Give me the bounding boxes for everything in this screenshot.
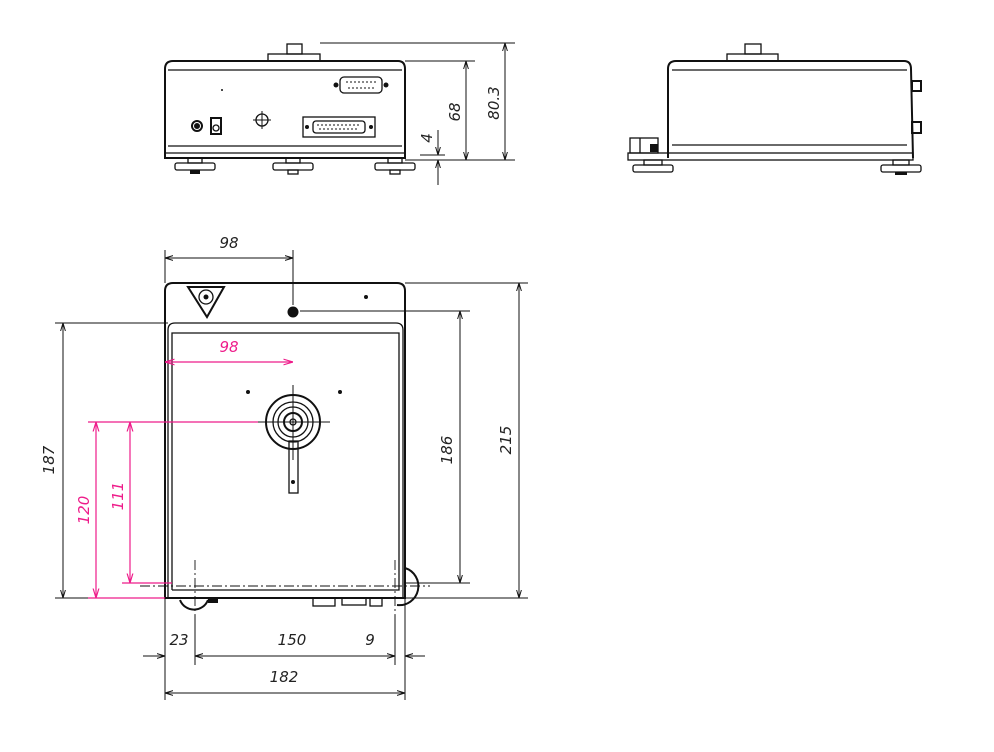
db25-connector-icon [302, 116, 376, 138]
front-body-outline [164, 60, 406, 159]
side-body-outline [667, 60, 914, 159]
dimension-186: 186 [438, 436, 456, 465]
dimension-98-top: 98 [219, 234, 238, 252]
foot-right-icon [396, 567, 420, 607]
dimension-120: 120 [75, 496, 93, 525]
dc-jack-core [194, 123, 200, 129]
dimension-9: 9 [365, 631, 375, 649]
top-knob-icon [287, 306, 299, 318]
mount-hole-left [246, 390, 250, 394]
top-lid-inner [171, 332, 400, 591]
foot-left-icon [179, 599, 209, 611]
level-foot-icon [186, 286, 226, 319]
side-rear-bracket [629, 137, 659, 154]
highlight-dimensions [88, 362, 293, 599]
front-dimensions [320, 42, 515, 185]
dimension-80-3: 80.3 [485, 86, 503, 119]
mount-hole-right [338, 390, 342, 394]
dimension-68: 68 [446, 102, 464, 121]
front-top-knob [267, 43, 321, 62]
bottom-connectors [208, 597, 383, 607]
top-screw-dot [364, 295, 368, 299]
pan-mount-icon [258, 385, 330, 494]
side-top-knob [726, 43, 779, 62]
front-feet [174, 157, 416, 175]
dimension-215: 215 [497, 426, 515, 455]
front-dot [221, 89, 223, 91]
dimension-98-pan: 98 [219, 338, 238, 356]
dimension-150: 150 [278, 631, 307, 649]
side-connectors [911, 80, 922, 134]
top-dimensions [55, 250, 528, 700]
power-switch-icon [210, 117, 222, 135]
top-view: 98 98 187 120 111 186 215 23 150 9 182 [40, 234, 528, 700]
side-base-plate [627, 152, 914, 161]
dimension-182: 182 [270, 668, 299, 686]
ground-terminal-icon [253, 111, 271, 129]
front-view: 68 80.3 4 [164, 42, 515, 185]
dimension-111: 111 [109, 482, 127, 511]
top-lid-outline [167, 322, 404, 598]
side-feet [632, 159, 922, 175]
dimension-23: 23 [169, 631, 188, 649]
dc-jack-icon [191, 120, 203, 132]
top-body-outline [164, 282, 406, 599]
dimension-4: 4 [418, 133, 436, 143]
side-view [627, 43, 922, 175]
db15-connector-icon [333, 76, 389, 94]
dimension-187: 187 [40, 445, 58, 474]
